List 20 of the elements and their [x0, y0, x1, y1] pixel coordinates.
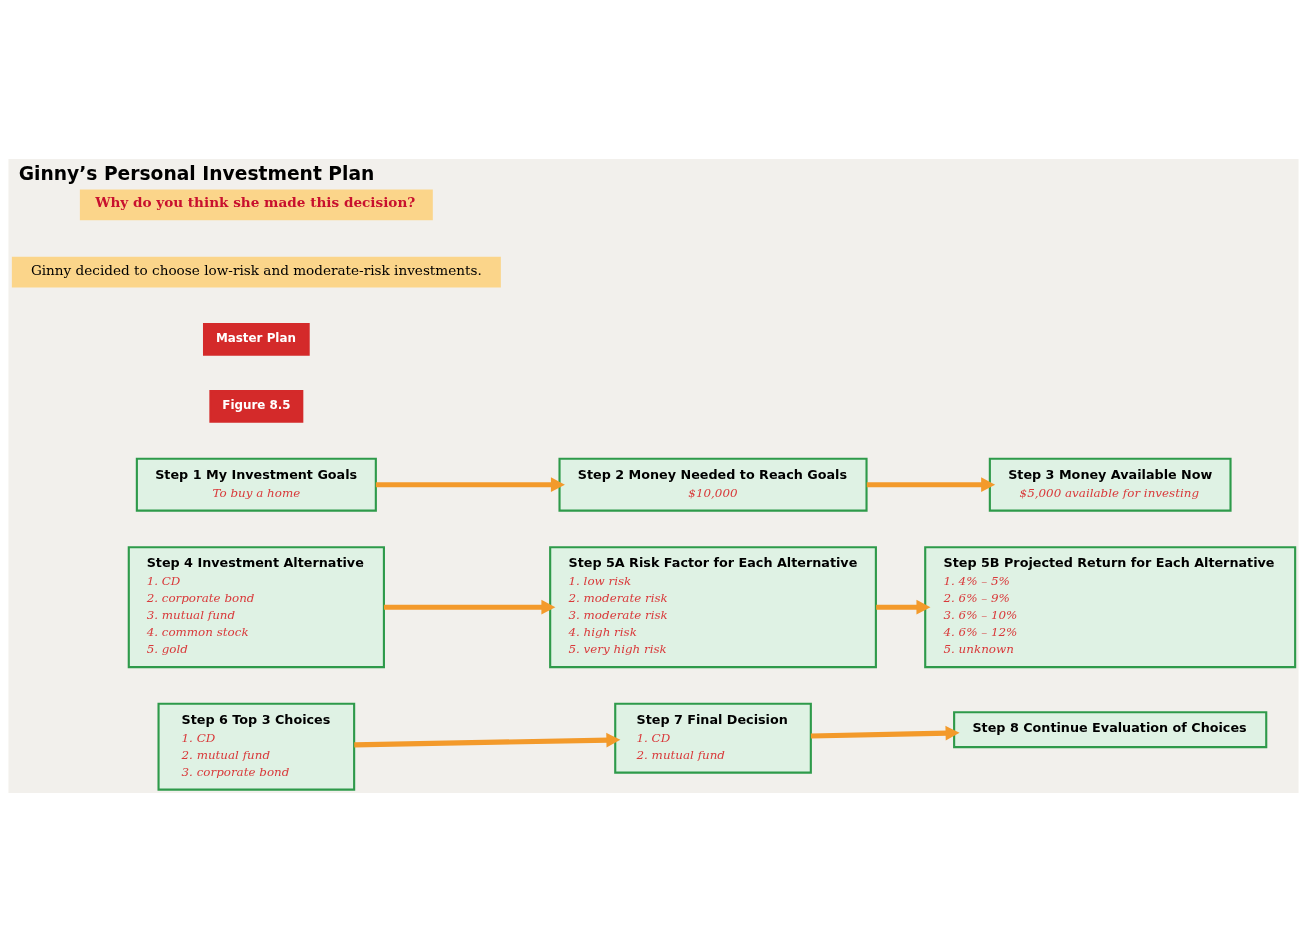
label: Figure 8.5 [222, 397, 291, 412]
node-box: Step 5B Projected Return for Each Alternative 1. 4% – 5% 2. 6% – 9% 3. 6% – 10% 4. 6% – 12% 5. unknown [924, 546, 1297, 669]
arrow [866, 477, 996, 493]
label: Why do you think she made this decision? [95, 194, 416, 211]
node-box: Step 3 Money Available Now $5,000 available for investing [988, 457, 1232, 512]
arrow [383, 599, 556, 615]
node-box: Step 7 Final Decision 1. CD 2. mutual fund [614, 702, 812, 774]
node-box: Step 2 Money Needed to Reach Goals $10,000 [558, 457, 868, 512]
arrow [876, 599, 931, 615]
node-box: Step 5A Risk Factor for Each Alternative 1. low risk 2. moderate risk 3. moderate risk 4. high risk 5. very high risk [549, 546, 877, 669]
node-box: Step 6 Top 3 Choices 1. CD 2. mutual fund 3. corporate bond [157, 702, 356, 791]
node-box: Step 1 My Investment Goals To buy a home [135, 457, 377, 512]
arrow [810, 725, 960, 741]
label: Ginny decided to choose low-risk and moderate-risk investments. [30, 262, 482, 279]
node-box: Step 8 Continue Evaluation of Choices [953, 711, 1268, 749]
arrow [354, 732, 621, 748]
arrow [375, 477, 565, 493]
diagram-title: Ginny’s Personal Investment Plan [18, 162, 375, 184]
node-box: Step 4 Investment Alternative 1. CD 2. corporate bond 3. mutual fund 4. common stock 5. gold [127, 546, 385, 669]
label: Master Plan [215, 330, 296, 345]
